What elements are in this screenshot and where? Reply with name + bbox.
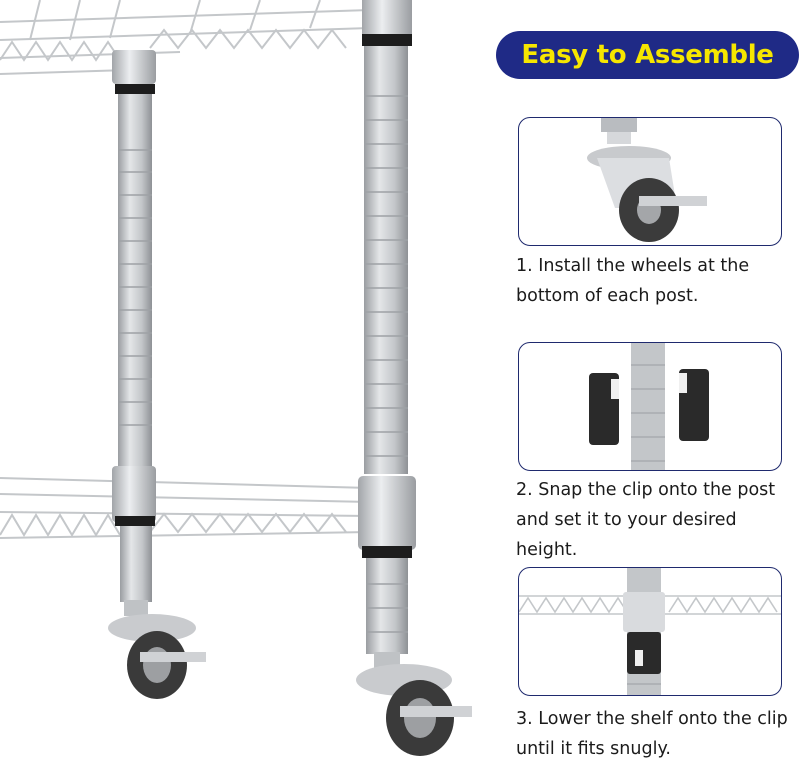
shelf-on-clip-image xyxy=(519,568,781,695)
easy-to-assemble-badge: Easy to Assemble xyxy=(496,31,799,79)
step-2-text: 2. Snap the clip onto the post and set i… xyxy=(516,480,776,560)
step-3-image-panel xyxy=(518,567,782,696)
clip-halves-image xyxy=(589,343,709,470)
step-2-image-panel xyxy=(518,342,782,471)
badge-label: Easy to Assemble xyxy=(521,40,774,70)
step-3-text: 3. Lower the shelf onto the clip until i… xyxy=(516,709,788,759)
caster-wheel-image xyxy=(587,118,707,242)
step-1-text: 1. Install the wheels at the bottom of e… xyxy=(516,256,750,306)
shelf-product-image xyxy=(0,0,472,756)
step-1-image-panel xyxy=(518,117,782,246)
